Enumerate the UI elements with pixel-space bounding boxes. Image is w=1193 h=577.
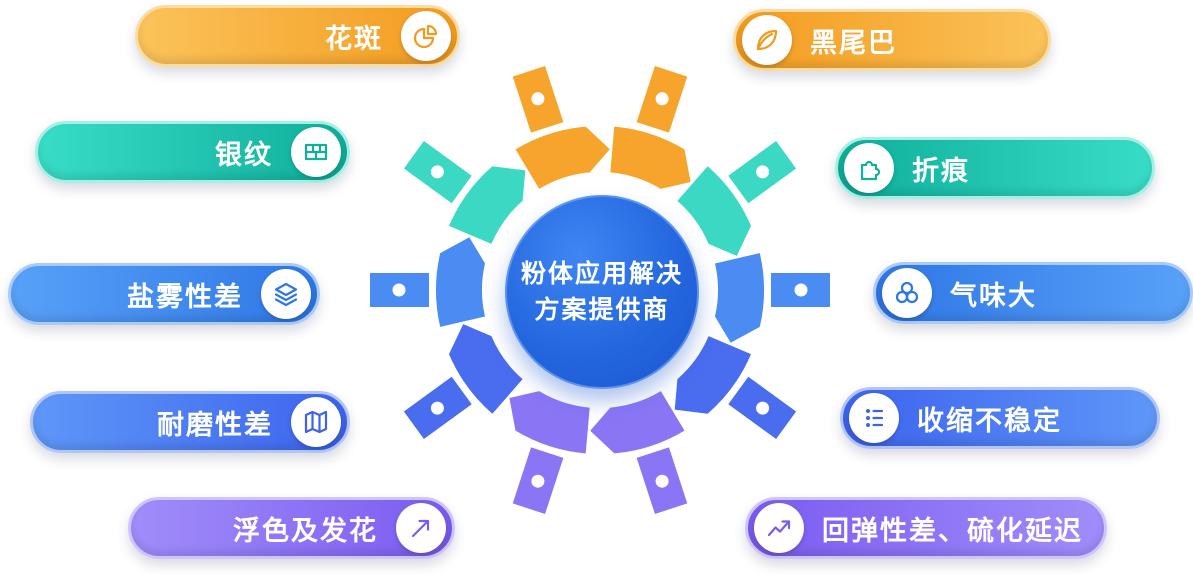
pill-label: 耐磨性差 [157, 409, 273, 440]
ring-arrow-segment [449, 166, 526, 244]
pill-label: 黑尾巴 [810, 27, 897, 58]
center-title-line1: 粉体应用解决 [520, 259, 683, 288]
pill-shrinkage: 收缩不稳定 [840, 387, 1160, 449]
list-dots-icon [849, 393, 899, 443]
connector-dot [655, 474, 669, 488]
ring-arrow-segment [449, 324, 523, 414]
pill-color-floating: 浮色及发花 [128, 497, 455, 559]
connector-dot [756, 401, 770, 415]
pill-label: 银纹 [215, 139, 273, 170]
connector-dot [430, 401, 444, 415]
leaf-icon [742, 15, 792, 65]
pill-black-tail: 黑尾巴 [733, 9, 1051, 71]
pill-odor: 气味大 [873, 262, 1193, 324]
map-icon [291, 397, 341, 447]
ring-arrow-segment [715, 253, 765, 343]
ring-arrow-segment [509, 391, 590, 454]
pill-label: 折痕 [912, 155, 970, 186]
center-circle: 粉体应用解决 方案提供商 [505, 195, 699, 389]
pill-label: 花斑 [325, 23, 383, 54]
ring-arrow-segment [435, 237, 485, 327]
center-title-line2: 方案提供商 [534, 296, 670, 324]
connector-dot [794, 283, 808, 297]
trend-arrow-icon [396, 503, 446, 553]
pill-label: 收缩不稳定 [917, 405, 1062, 436]
pill-label: 气味大 [950, 280, 1037, 311]
connector-dot [531, 474, 545, 488]
pill-label: 盐雾性差 [127, 281, 243, 312]
pill-label: 浮色及发花 [233, 515, 378, 546]
ring-arrow-segment [590, 391, 685, 454]
puzzle-icon [844, 143, 894, 193]
pill-silver-streaks: 银纹 [35, 121, 350, 183]
ring-arrow-segment [515, 126, 610, 189]
pill-salt-spray: 盐雾性差 [8, 263, 320, 325]
layers-icon [261, 269, 311, 319]
ring-arrow-segment [610, 126, 691, 189]
pill-mottling: 花斑 [135, 5, 460, 67]
ring-arrow-segment [674, 336, 751, 414]
connector-dot [430, 165, 444, 179]
connector-dot [655, 92, 669, 106]
pill-rebound-cure-delay: 回弹性差、硫化延迟 [745, 497, 1107, 559]
connector-dot [756, 165, 770, 179]
ring-arrow-segment [677, 166, 751, 256]
line-chart-icon [754, 503, 804, 553]
pill-label: 回弹性差、硫化延迟 [822, 515, 1083, 546]
bubbles-icon [882, 268, 932, 318]
bricks-icon [291, 127, 341, 177]
pill-crease: 折痕 [835, 137, 1155, 199]
connector-dot [531, 92, 545, 106]
pill-wear-resistance: 耐磨性差 [30, 391, 350, 453]
pie-chart-icon [401, 11, 451, 61]
connector-dot [392, 283, 406, 297]
